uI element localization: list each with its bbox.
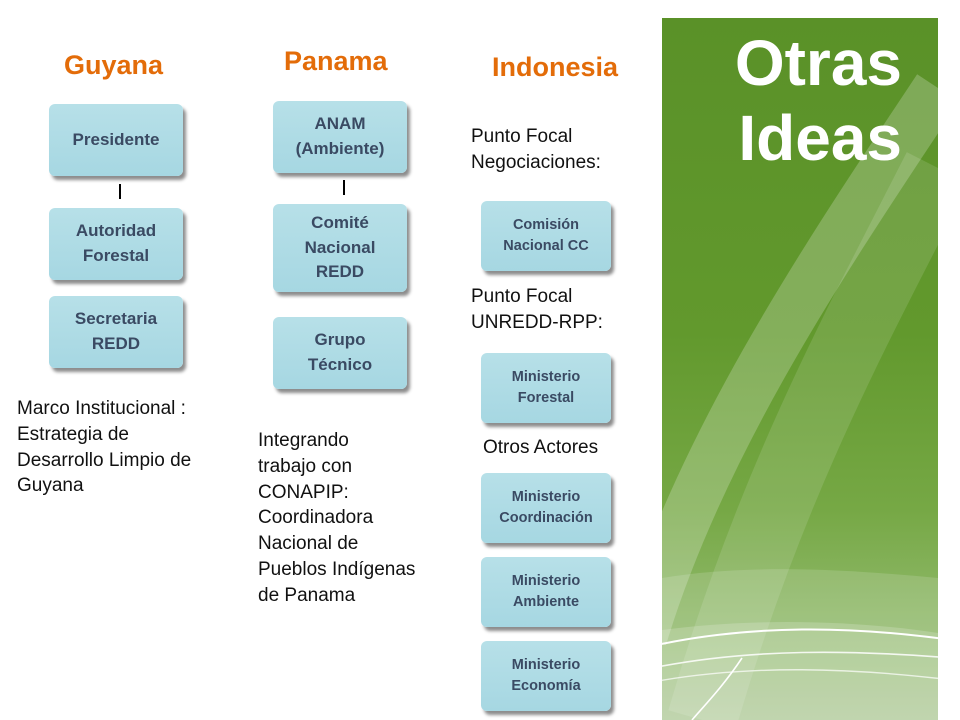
ministerio-economia-label: Ministerio Economía	[511, 656, 581, 694]
ministerio-coordinacion-label: Ministerio Coordinación	[499, 488, 593, 526]
secretaria-redd-box: Secretaria REDD	[49, 296, 183, 368]
comision-nacional-cc-label: Comisión Nacional CC	[503, 216, 589, 254]
guyana-connector	[119, 184, 121, 199]
ministerio-ambiente-box: Ministerio Ambiente	[481, 557, 611, 627]
panel-swoosh-decoration	[662, 74, 938, 720]
punto-focal-unredd-label: Punto Focal UNREDD-RPP:	[471, 286, 603, 333]
indonesia-heading: Indonesia	[492, 52, 619, 82]
side-panel: Otras Ideas	[662, 18, 938, 720]
guyana-heading: Guyana	[64, 50, 164, 80]
panama-note: Integrando trabajo con CONAPIP: Coordina…	[258, 430, 416, 606]
grupo-tecnico-label: Grupo Técnico	[307, 330, 373, 374]
ministerio-forestal-label: Ministerio Forestal	[511, 368, 581, 406]
ministerio-economia-box: Ministerio Economía	[481, 641, 611, 711]
anam-box: ANAM (Ambiente)	[273, 101, 407, 173]
otros-actores-label: Otros Actores	[483, 437, 599, 458]
presidente-label: Presidente	[72, 129, 160, 149]
guyana-note: Marco Institucional : Estrategia de Desa…	[17, 398, 192, 497]
autoridad-forestal-box: Autoridad Forestal	[49, 208, 183, 280]
comite-nacional-redd-label: Comité Nacional REDD	[304, 213, 376, 282]
panama-heading: Panama	[284, 46, 388, 76]
panama-connector	[343, 180, 345, 195]
punto-focal-negociaciones-label: Punto Focal Negociaciones:	[471, 126, 601, 173]
grupo-tecnico-box: Grupo Técnico	[273, 317, 407, 389]
ministerio-ambiente-label: Ministerio Ambiente	[511, 572, 581, 610]
anam-label: ANAM (Ambiente)	[295, 114, 385, 158]
comision-nacional-cc-box: Comisión Nacional CC	[481, 201, 611, 271]
comite-nacional-redd-box: Comité Nacional REDD	[273, 204, 407, 292]
presidente-box: Presidente	[49, 104, 183, 176]
autoridad-forestal-label: Autoridad Forestal	[75, 221, 157, 265]
otras-ideas-title: Otras Ideas	[734, 27, 902, 174]
ministerio-coordinacion-box: Ministerio Coordinación	[481, 473, 611, 543]
secretaria-redd-label: Secretaria REDD	[74, 309, 158, 353]
ministerio-forestal-box: Ministerio Forestal	[481, 353, 611, 423]
